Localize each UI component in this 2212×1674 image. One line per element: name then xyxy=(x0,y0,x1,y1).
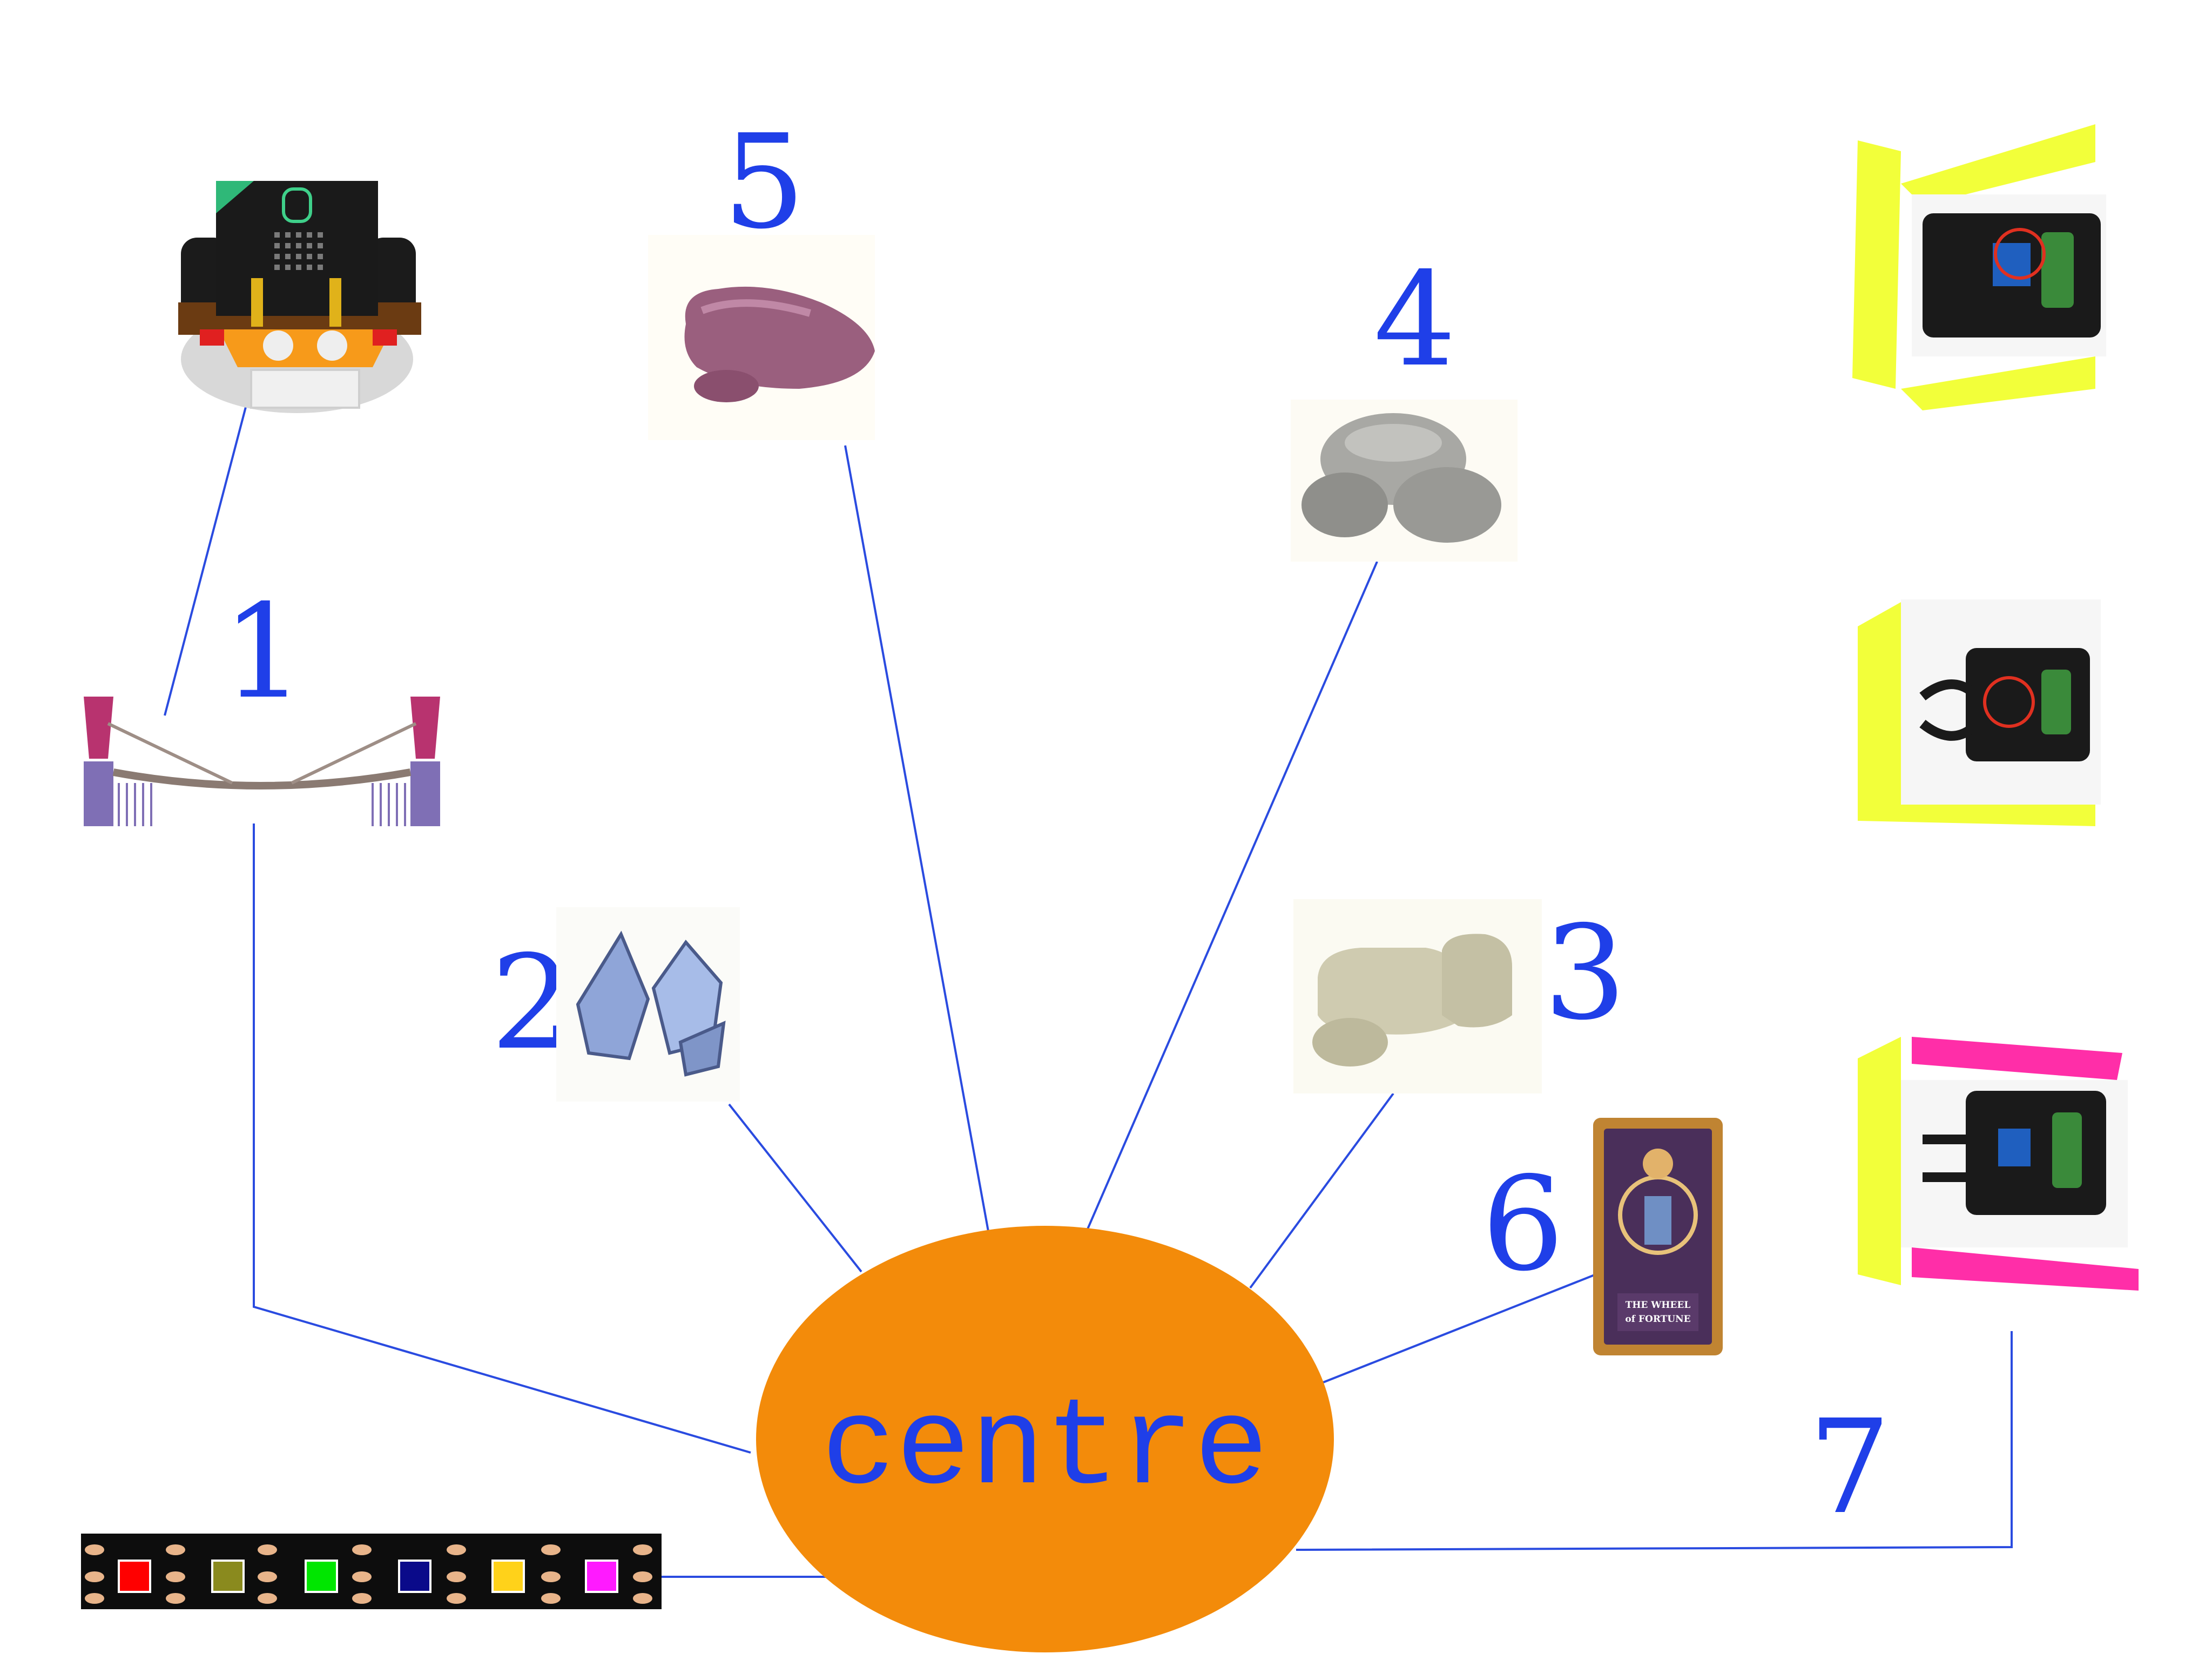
bridge-cable-left xyxy=(107,722,233,785)
microbit-led-matrix xyxy=(274,232,323,270)
tarot-title-line1: THE WHEEL xyxy=(1626,1300,1691,1311)
link-grey-rocks-centre xyxy=(1084,561,1378,1234)
robot-sensor-left xyxy=(263,330,293,361)
panel3-left-yellow xyxy=(1858,1037,1901,1285)
purple-rock-image xyxy=(648,235,875,440)
purple-rock-small xyxy=(694,370,759,402)
robot2-claw xyxy=(1919,679,1974,741)
robot-bumper xyxy=(219,329,392,367)
robot-led-right xyxy=(373,329,397,346)
grey-rock-left xyxy=(1301,473,1388,537)
panel1-left-yellow xyxy=(1852,140,1901,389)
number-4: 4 xyxy=(1374,244,1456,395)
led-strip-image xyxy=(81,1534,662,1609)
bridge-tower-right-base xyxy=(410,761,440,826)
bridge-cable-right xyxy=(291,722,417,785)
beige-rock-right xyxy=(1442,934,1512,1028)
tarot-title-banner xyxy=(1617,1293,1698,1331)
robot-pin-right xyxy=(329,278,341,327)
number-1: 1 xyxy=(222,576,305,727)
number-3: 3 xyxy=(1544,897,1627,1049)
link-crystal-centre xyxy=(728,1103,862,1273)
crystal-medium xyxy=(651,940,723,1055)
panel2-left-yellow xyxy=(1858,602,1901,821)
link-bridge-centre xyxy=(253,824,751,1454)
led-cell xyxy=(211,1560,245,1593)
tarot-title-line2: of FORTUNE xyxy=(1625,1314,1690,1325)
microbit-corner xyxy=(216,181,254,213)
panel1-top-yellow xyxy=(1901,124,2095,205)
link-robot-bridge xyxy=(164,396,249,716)
link-beige-rocks-centre xyxy=(1249,1092,1394,1289)
microbit-logo xyxy=(282,187,312,223)
robot-topview-3-image xyxy=(1858,1037,2139,1291)
grey-rocks-image xyxy=(1291,400,1518,562)
centre-node: centre xyxy=(756,1226,1334,1652)
robot3-chassis xyxy=(1966,1091,2106,1215)
robot-led-left xyxy=(200,329,224,346)
bridge-deck xyxy=(112,768,412,789)
panel3-top-pink xyxy=(1912,1037,2122,1080)
link-purple-rock-centre xyxy=(844,445,989,1232)
bridge-image xyxy=(84,697,440,826)
robot-car-image xyxy=(178,181,421,413)
led-strip-pads xyxy=(85,1544,652,1604)
robot3-servo xyxy=(1998,1129,2031,1166)
tarot-figure-center xyxy=(1644,1196,1671,1245)
grey-rock-highlight xyxy=(1345,424,1442,462)
tarot-figure-top xyxy=(1643,1149,1673,1179)
number-5: 5 xyxy=(723,106,806,258)
bridge-tower-left-top xyxy=(84,697,113,759)
robot-pin-left xyxy=(251,278,263,327)
link-robot-grabber-centre xyxy=(1296,1331,2013,1551)
purple-rock-big xyxy=(684,286,875,389)
panel3-bottom-pink xyxy=(1912,1247,2139,1291)
robot2-battery xyxy=(2041,670,2071,734)
led-cell xyxy=(491,1560,525,1593)
robot1-battery xyxy=(2041,232,2074,308)
robot-sonar xyxy=(250,369,360,409)
robot2-wire xyxy=(1983,676,2035,728)
bridge-tower-right-top xyxy=(410,697,440,759)
robot-sensor-right xyxy=(317,330,347,361)
robot1-wire xyxy=(1994,228,2046,280)
beige-rocks-image xyxy=(1293,899,1542,1094)
beige-rock-middle xyxy=(1318,948,1461,1035)
centre-ellipse xyxy=(756,1226,1334,1652)
tarot-card-image: THE WHEEL of FORTUNE xyxy=(1593,1118,1723,1355)
crystal-image xyxy=(556,907,740,1102)
bridge-tower-left-base xyxy=(84,761,113,826)
centre-label: centre xyxy=(821,1380,1269,1520)
node-numbers: 1 2 3 4 5 6 7 xyxy=(222,106,1891,1543)
link-card-centre xyxy=(1323,1273,1596,1383)
led-cell xyxy=(118,1560,151,1593)
robot3-claw xyxy=(1923,1135,1977,1182)
led-strip-leds xyxy=(118,1560,618,1593)
number-6: 6 xyxy=(1482,1149,1564,1300)
panel1-bottom-yellow xyxy=(1901,356,2095,410)
led-cell xyxy=(305,1560,338,1593)
robot-topview-2-image xyxy=(1858,599,2101,826)
grey-rock-right xyxy=(1393,467,1501,543)
led-cell xyxy=(398,1560,431,1593)
connections xyxy=(164,396,2013,1578)
crystal-small xyxy=(678,1021,726,1077)
beige-rock-front xyxy=(1312,1018,1388,1066)
robot-topview-1-image xyxy=(1852,124,2106,410)
bridge-piles xyxy=(118,783,406,826)
robot3-battery xyxy=(2052,1112,2082,1188)
led-cell xyxy=(585,1560,618,1593)
number-7: 7 xyxy=(1809,1392,1891,1543)
purple-rock-highlight xyxy=(700,299,811,317)
crystal-large xyxy=(576,930,650,1061)
